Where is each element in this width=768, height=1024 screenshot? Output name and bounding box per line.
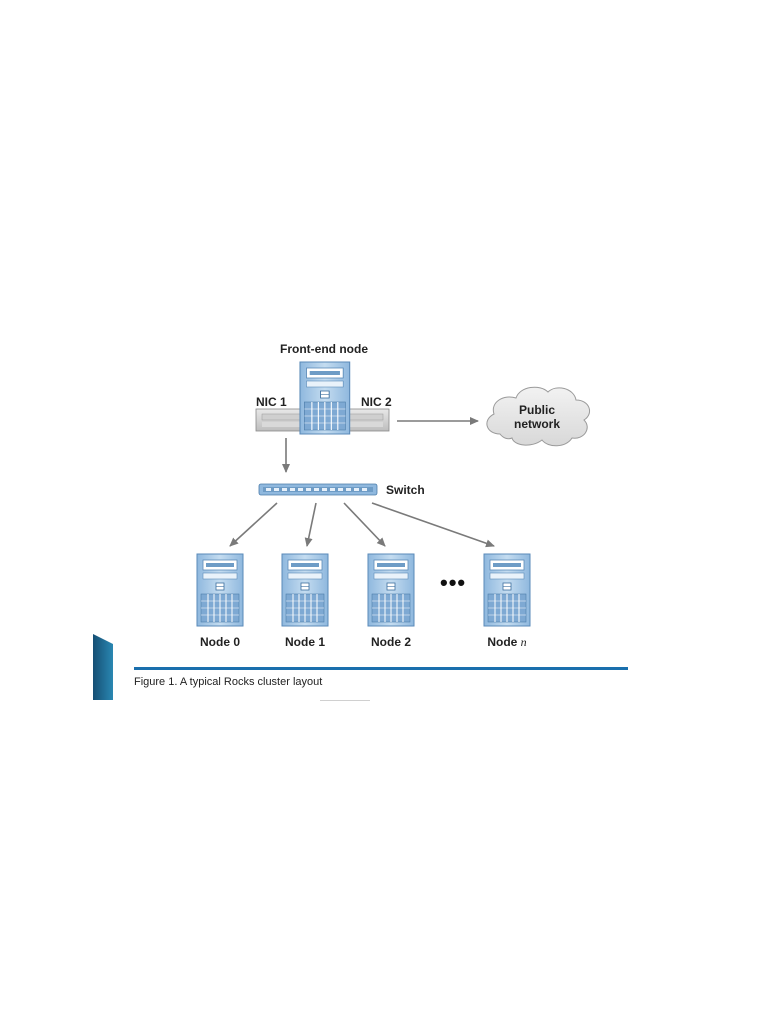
more-nodes-ellipsis: ••• [440, 570, 467, 595]
figure-caption: Figure 1. A typical Rocks cluster layout [134, 676, 323, 688]
side-tab [93, 634, 113, 700]
server-icon [483, 553, 531, 627]
arrow-switch-to-node-n [371, 502, 495, 548]
server-icon [299, 361, 351, 435]
node-n-label: Node n [487, 635, 526, 649]
node-2-label: Node 2 [370, 635, 412, 649]
server-icon [367, 553, 415, 627]
switch-label: Switch [386, 483, 425, 497]
caption-rule [134, 667, 628, 670]
bottom-rule [320, 700, 370, 701]
node-n-variable: n [520, 635, 527, 649]
switch-icon [258, 483, 378, 496]
public-network-label: Public network [514, 403, 560, 431]
arrow-switch-to-node-1 [304, 502, 317, 547]
nic2-label: NIC 2 [361, 395, 392, 409]
node-n-prefix: Node [487, 635, 521, 649]
arrow-switch-to-node-0 [229, 502, 278, 547]
public-network-line1: Public [518, 403, 556, 417]
public-network-line2: network [513, 417, 561, 431]
server-icon [196, 553, 244, 627]
front-end-node-label: Front-end node [280, 342, 368, 356]
arrow-switch-to-node-2 [343, 502, 386, 547]
node-0-label: Node 0 [199, 635, 241, 649]
nic1-label: NIC 1 [256, 395, 287, 409]
server-icon [281, 553, 329, 627]
cloud-icon [486, 386, 591, 447]
node-1-label: Node 1 [284, 635, 326, 649]
